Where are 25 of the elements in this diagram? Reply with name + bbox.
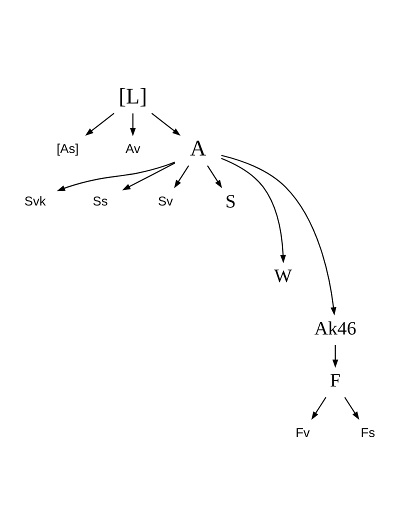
arrow — [332, 344, 338, 368]
arrow — [221, 154, 336, 316]
node-text: W — [274, 266, 292, 287]
arrow — [221, 158, 286, 264]
node-text: Sv — [158, 194, 173, 209]
arrow — [122, 162, 176, 190]
arrow — [207, 165, 222, 188]
node-text: Ak46 — [314, 318, 356, 340]
node-text: [As] — [56, 141, 79, 156]
arrow — [344, 397, 360, 420]
node-text: Av — [125, 141, 140, 156]
node-text: Ss — [92, 194, 108, 209]
arrow — [311, 397, 326, 420]
node-text: Fv — [296, 425, 310, 440]
node-text: Fs — [360, 425, 376, 440]
node-text: S — [225, 191, 236, 212]
node-text: F — [330, 370, 341, 392]
node-text: [L] — [118, 83, 148, 108]
arrow — [85, 112, 114, 136]
arrow — [56, 162, 175, 192]
node-text: Svk — [24, 194, 46, 209]
arrow — [130, 113, 136, 136]
arrow — [151, 112, 181, 136]
node-text: A — [190, 136, 206, 161]
arrow — [174, 165, 190, 188]
